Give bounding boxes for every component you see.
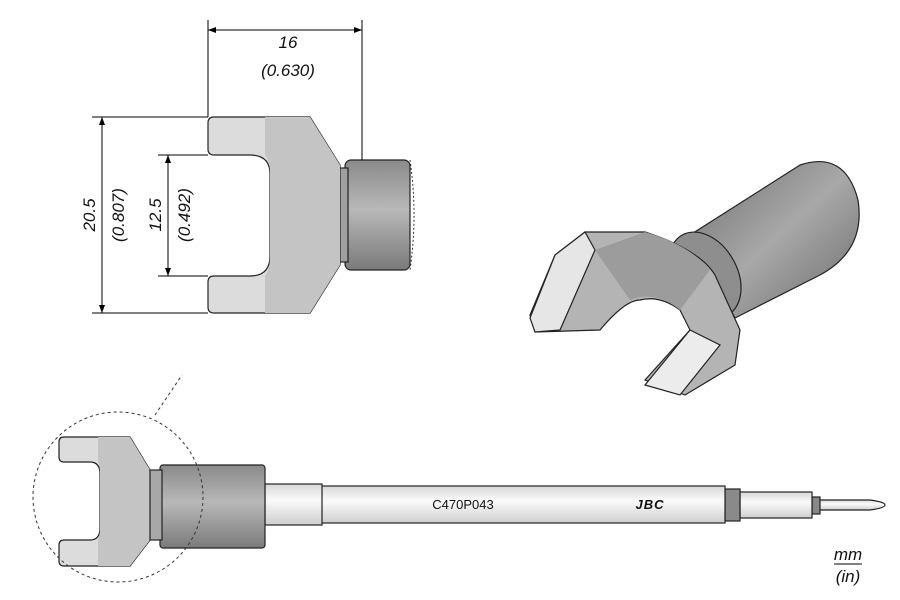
dimension-height-inner: 12.5 (0.492): [146, 154, 208, 277]
height-outer-in-label: (0.807): [109, 188, 128, 242]
height-outer-mm-label: 20.5: [80, 198, 99, 233]
height-inner-mm-label: 12.5: [146, 198, 165, 232]
units-legend: mm (in): [834, 545, 862, 586]
units-mm-label: mm: [834, 545, 862, 564]
tip-shaft: C470P043 JBC: [264, 483, 886, 526]
jbc-logo: JBC: [635, 497, 664, 512]
width-mm-label: 16: [279, 33, 298, 52]
perspective-view: [529, 161, 860, 396]
top-view: 16 (0.630) 20.5 (0.807) 12.5 (0.492): [80, 20, 415, 314]
units-in-label: (in): [836, 567, 861, 586]
detail-circle: [32, 411, 204, 583]
full-length-view: C470P043 JBC: [32, 374, 886, 583]
fork-tip: [207, 116, 341, 314]
dimension-width: 16 (0.630): [207, 20, 363, 160]
cartridge-cylinder: [337, 159, 415, 271]
part-number-label: C470P043: [432, 497, 493, 512]
height-inner-in-label: (0.492): [175, 188, 194, 242]
width-in-label: (0.630): [261, 61, 315, 80]
fork-tip-small: [58, 436, 163, 567]
dimension-height-outer: 20.5 (0.807): [80, 116, 208, 314]
